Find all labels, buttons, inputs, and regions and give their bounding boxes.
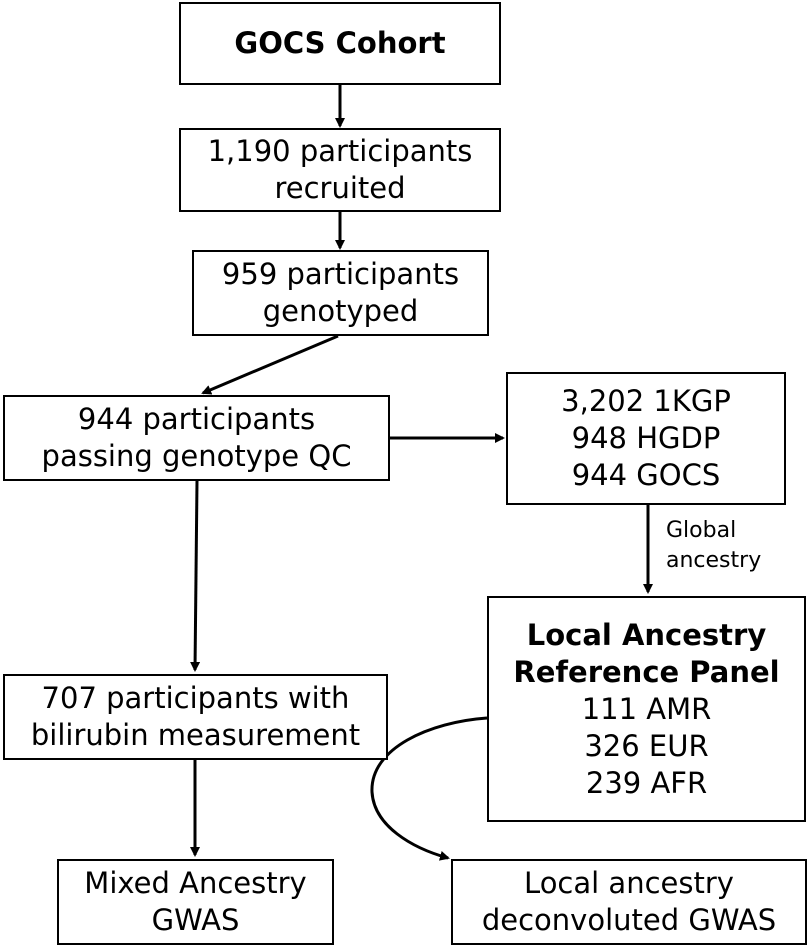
genotype-qc-box: 944 participants passing genotype QC <box>3 395 390 481</box>
global-ancestry-label: Global ancestry <box>666 516 761 576</box>
mixed-gwas-line-1: Mixed Ancestry <box>84 866 307 900</box>
recruited-box: 1,190 participants recruited <box>179 128 501 212</box>
bilirubin-line-1: 707 participants with <box>41 681 350 715</box>
reference-panel-title-1: Local Ancestry <box>526 617 767 652</box>
gocs-cohort-box: GOCS Cohort <box>179 2 501 85</box>
reference-sets-box: 3,202 1KGP 948 HGDP 944 GOCS <box>506 372 786 505</box>
genotype-qc-line-1: 944 participants <box>77 402 316 436</box>
arrow-genotyped-to-qc <box>201 334 339 395</box>
arrow-qc-to-bilirubin <box>190 480 201 672</box>
genotyped-line-2: genotyped <box>262 294 419 328</box>
bilirubin-line-2: bilirubin measurement <box>30 718 361 752</box>
mixed-gwas-line-2: GWAS <box>151 903 240 937</box>
genotype-qc-line-2: passing genotype QC <box>41 439 352 473</box>
reference-panel-box: Local Ancestry Reference Panel 111 AMR 3… <box>487 596 806 822</box>
bilirubin-box: 707 participants with bilirubin measurem… <box>3 674 388 760</box>
local-gwas-line-2: deconvoluted GWAS <box>481 903 777 937</box>
genotyped-box: 959 participants genotyped <box>192 250 489 336</box>
global-ancestry-line-2: ancestry <box>666 548 762 573</box>
reference-sets-line-3: 944 GOCS <box>571 458 721 492</box>
recruited-line-1: 1,190 participants <box>207 134 473 168</box>
arrow-panel-to-local-gwas <box>370 716 488 861</box>
local-gwas-line-1: Local ancestry <box>524 866 734 900</box>
reference-panel-amr: 111 AMR <box>581 691 712 726</box>
reference-panel-afr: 239 AFR <box>585 765 708 800</box>
genotyped-line-1: 959 participants <box>221 257 460 291</box>
recruited-line-2: recruited <box>274 171 406 205</box>
mixed-ancestry-gwas-box: Mixed Ancestry GWAS <box>57 859 334 945</box>
reference-panel-eur: 326 EUR <box>584 728 709 763</box>
global-ancestry-line-1: Global <box>666 518 737 543</box>
reference-panel-title-2: Reference Panel <box>513 654 780 689</box>
reference-sets-line-2: 948 HGDP <box>571 421 721 455</box>
local-ancestry-gwas-box: Local ancestry deconvoluted GWAS <box>451 859 807 945</box>
gocs-cohort-label: GOCS Cohort <box>234 26 446 60</box>
reference-sets-line-1: 3,202 1KGP <box>561 384 731 418</box>
